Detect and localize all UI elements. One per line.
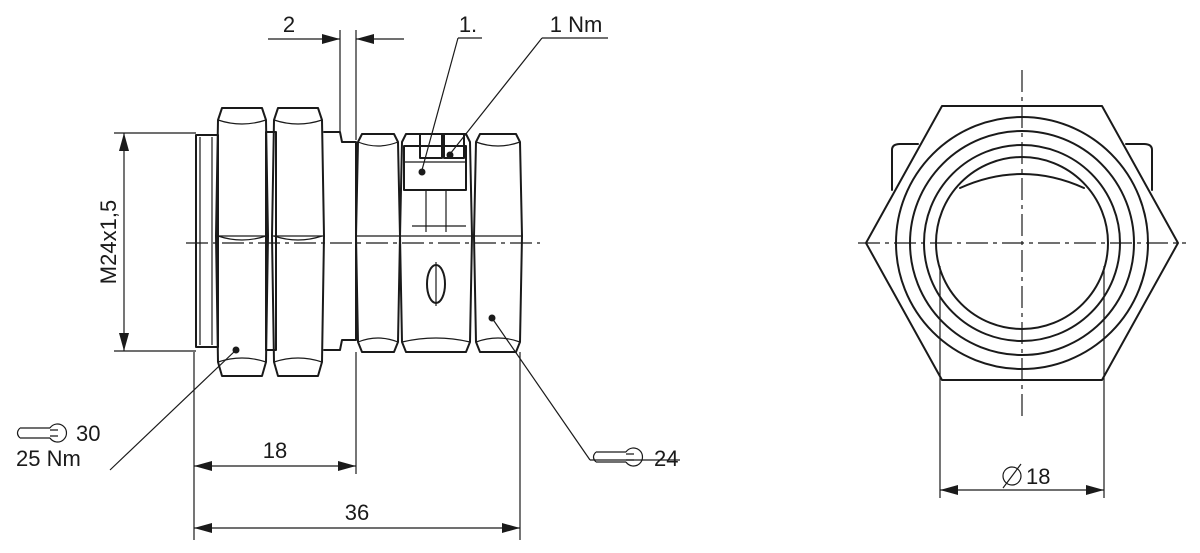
wrench-icon xyxy=(16,423,68,443)
torque-small-label: 1 Nm xyxy=(550,12,603,37)
length-18-label: 18 xyxy=(263,438,287,463)
adjuster-section xyxy=(399,133,473,353)
gap-label: 2 xyxy=(283,12,295,37)
lock-nut-2 xyxy=(271,107,325,377)
side-view: M24x1,5 2 1. 1 Nm 30 25 Nm xyxy=(16,12,680,540)
adjustment-screw xyxy=(403,145,467,191)
thread-body xyxy=(195,134,219,348)
step-label: 1. xyxy=(459,12,477,37)
wrench-icon xyxy=(592,447,644,467)
diameter-label: 18 xyxy=(1026,464,1050,489)
wrench-small-size: 24 xyxy=(654,446,678,471)
lock-nut-1 xyxy=(215,107,269,377)
length-36-label: 36 xyxy=(345,500,369,525)
diameter-symbol-icon xyxy=(1002,463,1022,489)
front-view: 18 xyxy=(858,70,1186,498)
wrench-large-size: 30 xyxy=(76,421,100,446)
thread-label: M24x1,5 xyxy=(96,200,121,284)
body-hex-1 xyxy=(355,133,401,353)
wrench-large-torque: 25 Nm xyxy=(16,446,81,471)
